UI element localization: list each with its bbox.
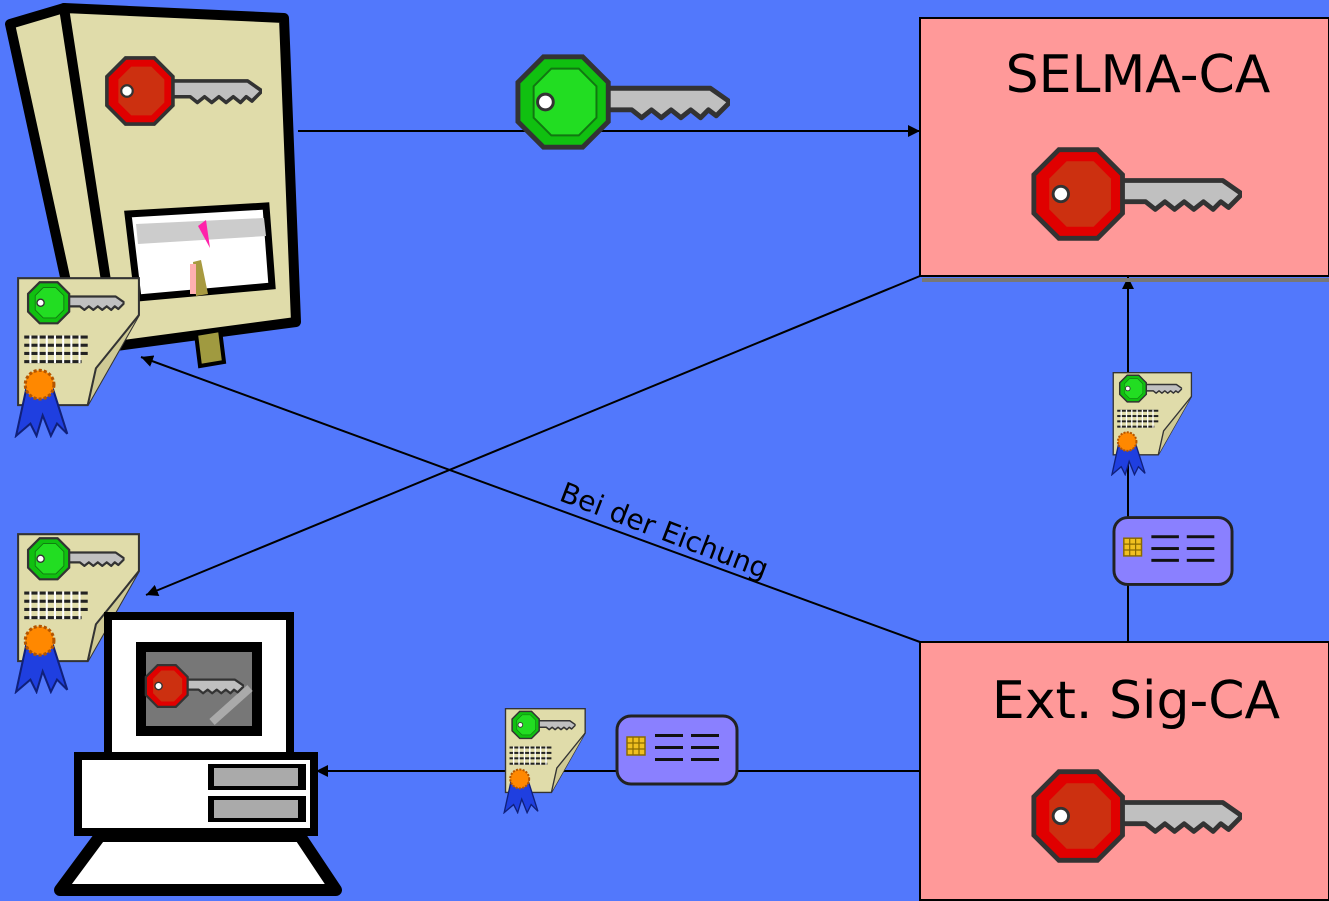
certificate-icon [504,709,585,813]
ext-sig-ca-title: Ext. Sig-CA [992,671,1281,731]
desktop-computer-icon [54,612,342,896]
electricity-meter-icon [5,3,301,369]
edge-selma-to-client-cert [145,275,921,596]
selma-ca-box: SELMA-CA [919,17,1329,282]
smartcard-icon [615,714,739,786]
edge-extsig-to-meter-cert [140,355,921,643]
certificate-icon [16,278,139,436]
certificate-icon [1112,373,1192,475]
green-key-icon [518,57,730,147]
smartcard-icon [1112,516,1234,586]
selma-ca-title: SELMA-CA [1006,45,1271,105]
edge-label-eichung: Bei der Eichung [555,476,773,586]
ext-sig-ca-box: Ext. Sig-CA [919,641,1329,901]
